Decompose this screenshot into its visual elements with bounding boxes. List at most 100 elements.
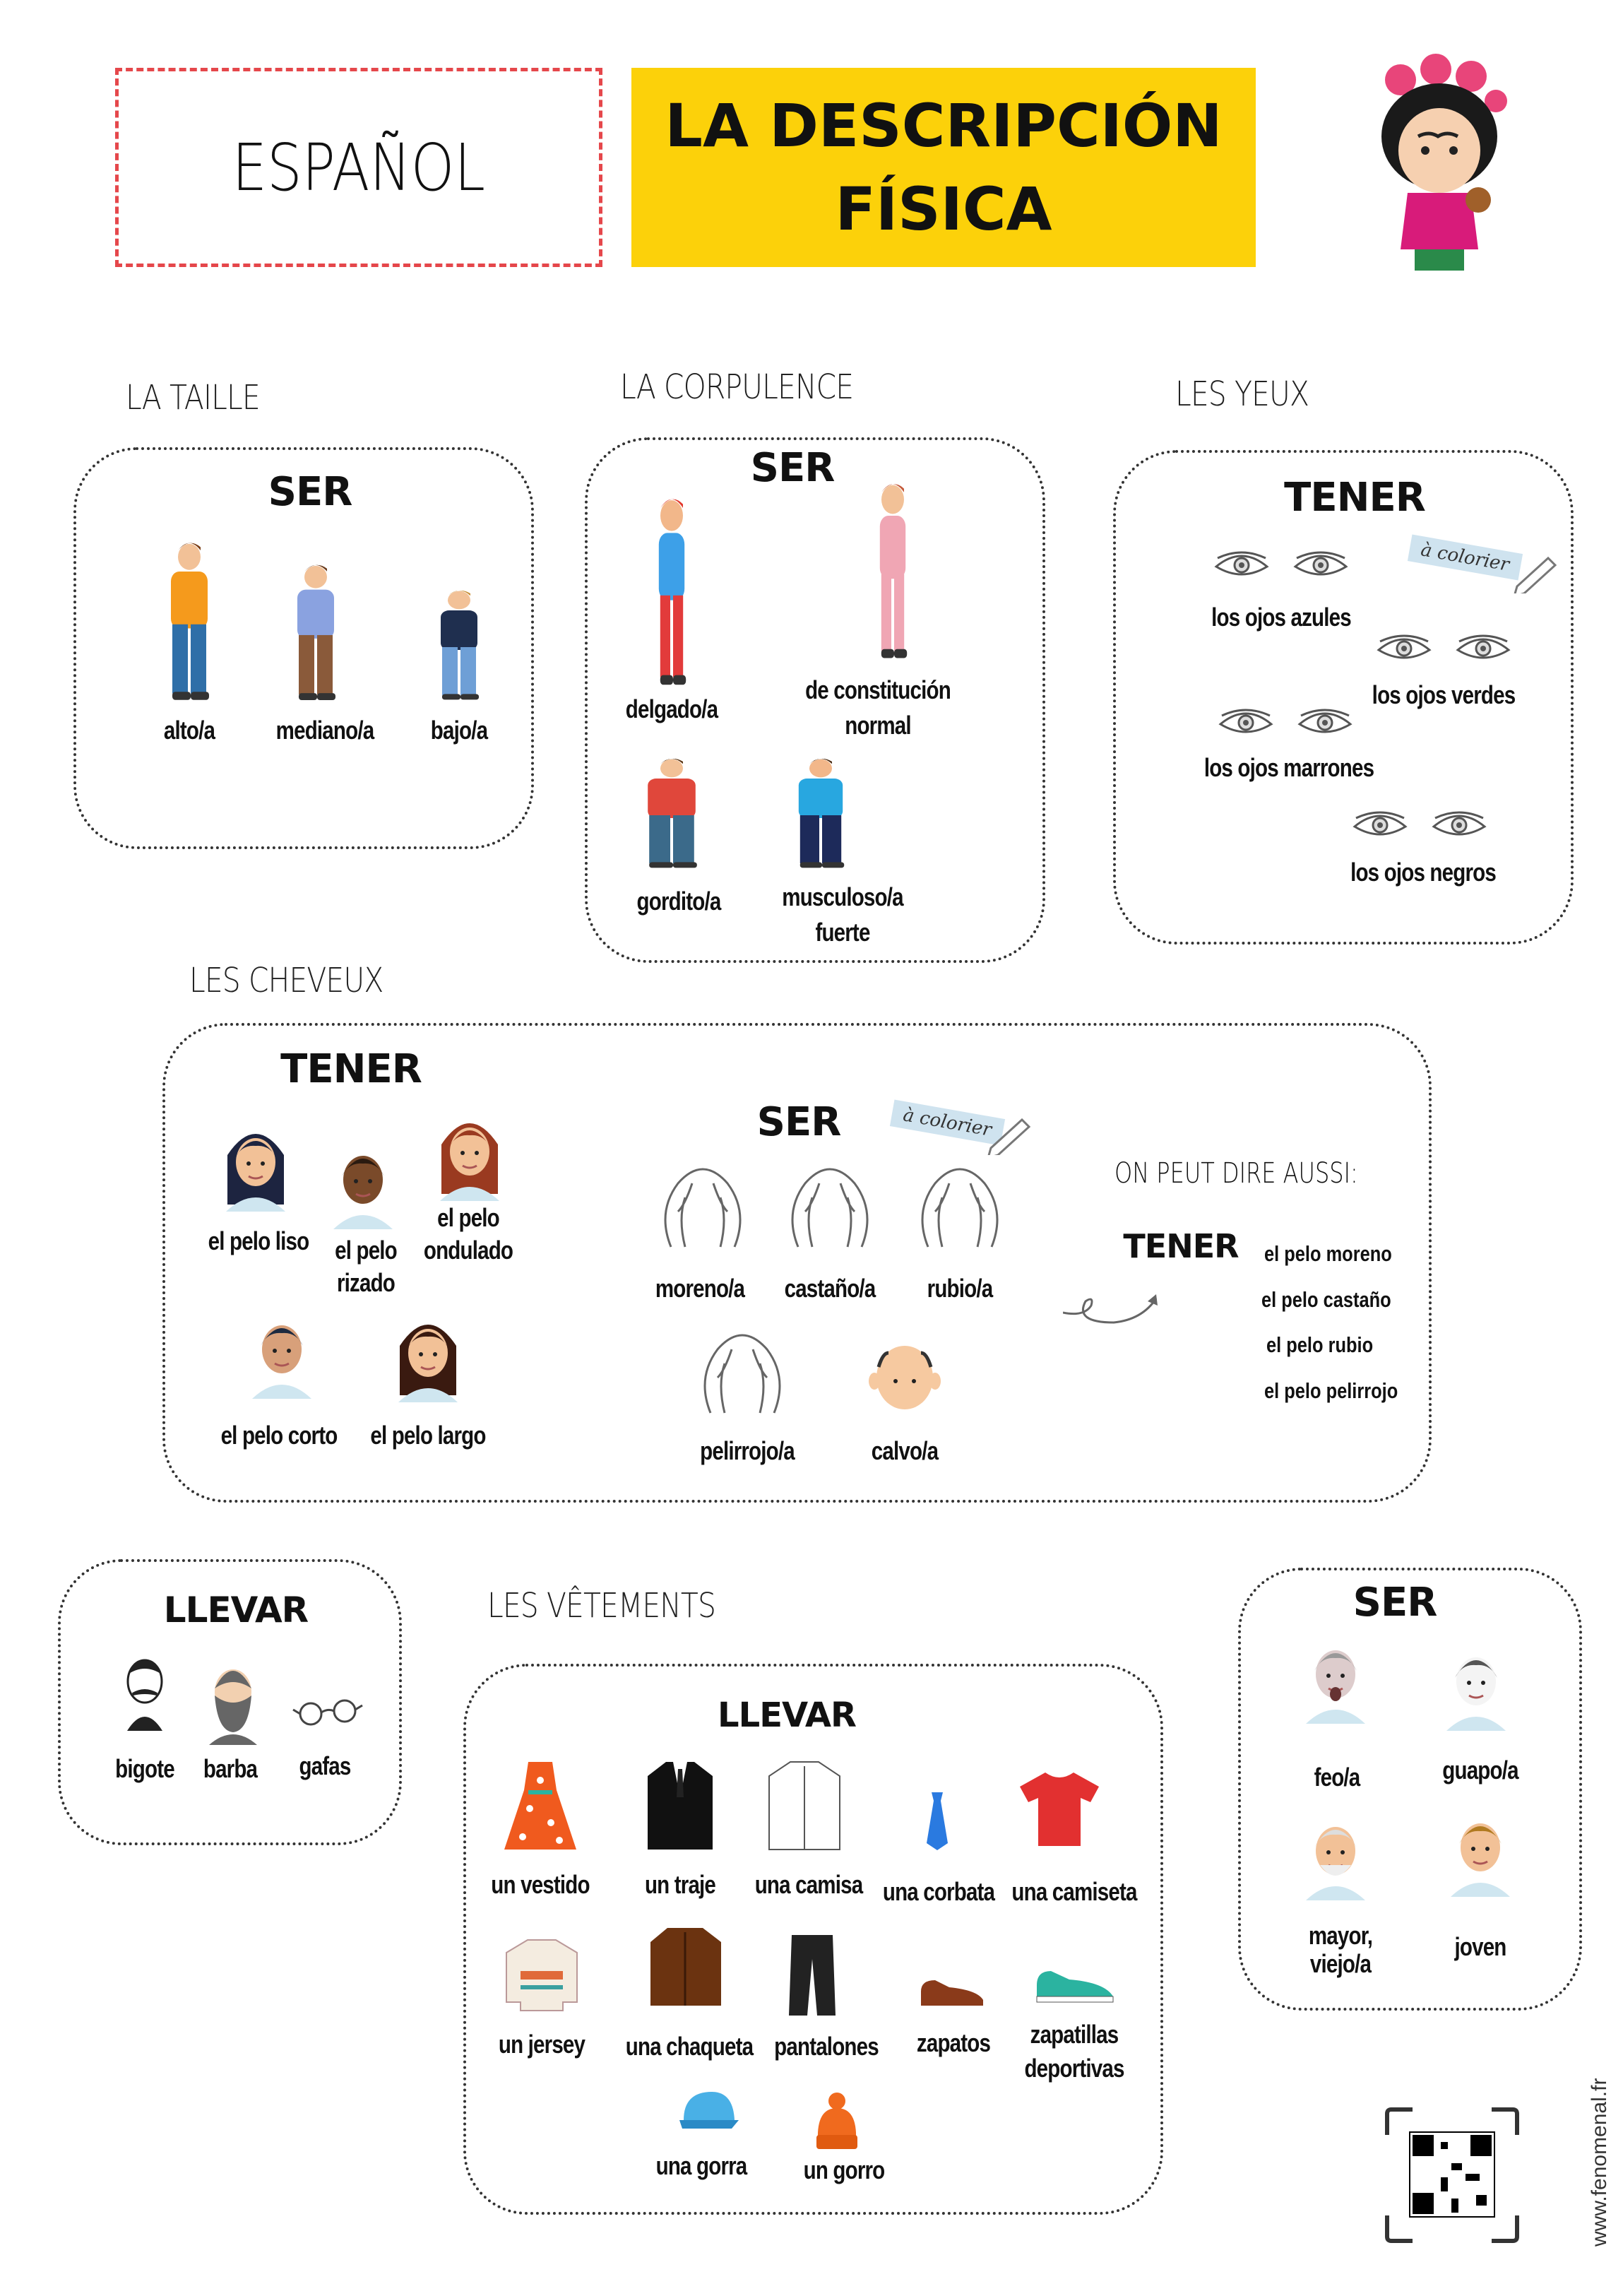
beard-man-icon (205, 1660, 261, 1745)
label-pelo-rizado-1: el pelo (335, 1236, 398, 1265)
label-guapo: guapo/a (1442, 1756, 1518, 1785)
label-calvo: calvo/a (871, 1436, 939, 1465)
hair-outline-icon (696, 1328, 788, 1420)
trousers-icon (787, 1932, 837, 2017)
muscular-person-icon (784, 756, 857, 869)
medium-person-icon (284, 562, 347, 702)
llevar-box (58, 1559, 402, 1845)
label-ojos-marrones: los ojos marrones (1203, 753, 1374, 782)
handsome-face-icon (1434, 1639, 1518, 1731)
bald-head-icon (866, 1339, 944, 1416)
label-camisa: una camisa (754, 1870, 863, 1899)
label-camiseta: una camiseta (1011, 1877, 1137, 1906)
llevar-verb: LLEVAR (163, 1590, 309, 1631)
yeux-box (1113, 450, 1574, 945)
normal-person-icon (869, 480, 917, 660)
section-heading-taille: LA TAILLE (126, 378, 261, 418)
ser-appearance-verb: SER (1352, 1580, 1438, 1626)
sweater-icon (503, 1936, 581, 2013)
eyes-icon (1213, 551, 1349, 579)
taille-verb: SER (268, 469, 353, 515)
eyes-icon (1352, 811, 1487, 839)
wavy-hair-face-icon (427, 1109, 512, 1201)
glasses-icon (292, 1696, 363, 1727)
label-ojos-verdes: los ojos verdes (1372, 680, 1516, 709)
shoes-icon (917, 1967, 987, 2010)
tall-person-icon (157, 539, 221, 702)
title-banner: LA DESCRIPCIÓN FÍSICA (631, 68, 1256, 267)
label-pelo-largo: el pelo largo (370, 1421, 486, 1450)
thin-person-icon (648, 495, 696, 687)
hair-outline-icon (914, 1162, 1006, 1254)
tshirt-icon (1017, 1770, 1102, 1847)
cap-icon (677, 2088, 740, 2137)
vetements-verb: LLEVAR (718, 1696, 857, 1735)
section-heading-vetements: LES VÊTEMENTS (487, 1586, 716, 1626)
label-viejo: viejo/a (1309, 1949, 1372, 1978)
subject-label: ESPAÑOL (232, 129, 486, 206)
ugly-face-icon (1293, 1632, 1378, 1724)
cheveux-ser-verb: SER (756, 1099, 842, 1145)
jacket-icon (646, 1925, 724, 2010)
straight-hair-face-icon (213, 1120, 298, 1212)
label-pantalones: pantalones (774, 2032, 879, 2061)
label-constitucion: de constitución (805, 675, 951, 704)
label-mediano: mediano/a (275, 716, 374, 745)
label-rubio: rubio/a (927, 1274, 993, 1303)
corpulence-verb: SER (750, 445, 836, 491)
beanie-icon (812, 2091, 862, 2155)
label-gorra: una gorra (655, 2151, 748, 2180)
website-url[interactable]: www.fenomenal.fr (1588, 2078, 1611, 2247)
qr-code[interactable] (1384, 2107, 1520, 2244)
label-ojos-azules: los ojos azules (1211, 603, 1352, 632)
label-pelirrojo: pelirrojo/a (700, 1436, 795, 1465)
old-man-face-icon (1293, 1809, 1378, 1900)
label-joven: joven (1454, 1932, 1506, 1961)
label-delgado: delgado/a (625, 694, 718, 723)
subject-box: ESPAÑOL (115, 68, 602, 267)
aussi-heading: ON PEUT DIRE AUSSI: (1114, 1157, 1358, 1190)
label-jersey: un jersey (498, 2030, 585, 2059)
young-face-icon (1438, 1805, 1523, 1897)
section-heading-cheveux: LES CHEVEUX (189, 961, 384, 1000)
tie-icon (923, 1791, 951, 1851)
short-hair-face-icon (239, 1307, 324, 1399)
suit-icon (645, 1759, 715, 1851)
label-pelo-liso: el pelo liso (208, 1226, 310, 1255)
label-barba: barba (203, 1754, 258, 1783)
aussi-verb: TENER (1123, 1227, 1239, 1265)
label-zapatillas: zapatillas (1030, 2020, 1119, 2049)
pencil-icon (1511, 551, 1561, 593)
label-mayor: mayor, (1308, 1921, 1373, 1950)
aussi-item: el pelo castaño (1261, 1287, 1391, 1312)
aussi-item: el pelo pelirrojo (1264, 1378, 1398, 1403)
short-person-icon (427, 588, 491, 701)
corpulence-box (585, 437, 1045, 963)
chubby-person-icon (633, 756, 711, 869)
hair-outline-icon (657, 1162, 749, 1254)
label-musculoso: musculoso/a (782, 882, 903, 911)
label-pelo-rizado-2: rizado (336, 1268, 396, 1297)
label-fuerte: fuerte (815, 918, 870, 947)
hair-outline-icon (784, 1162, 876, 1254)
eyes-icon (1218, 709, 1353, 737)
curly-arrow-icon (1063, 1291, 1169, 1334)
label-chaqueta: una chaqueta (625, 2032, 754, 2061)
title-line1: LA DESCRIPCIÓN (665, 91, 1223, 160)
aussi-item: el pelo rubio (1266, 1332, 1374, 1357)
label-pelo-corto: el pelo corto (220, 1421, 338, 1450)
eyes-icon (1376, 634, 1511, 663)
label-normal: normal (845, 711, 911, 740)
label-moreno: moreno/a (655, 1274, 745, 1303)
curly-hair-face-icon (321, 1137, 405, 1229)
title-line2: FÍSICA (835, 174, 1052, 244)
dress-icon (501, 1759, 579, 1851)
label-gafas: gafas (299, 1751, 351, 1780)
label-corbata: una corbata (882, 1877, 995, 1906)
section-heading-corpulence: LA CORPULENCE (620, 367, 854, 407)
label-pelo-ondulado-2: ondulado (423, 1236, 513, 1265)
label-alto: alto/a (163, 716, 215, 745)
label-bigote: bigote (115, 1754, 174, 1783)
label-pelo-ondulado-1: el pelo (437, 1203, 500, 1232)
label-zapatos: zapatos (916, 2028, 991, 2057)
